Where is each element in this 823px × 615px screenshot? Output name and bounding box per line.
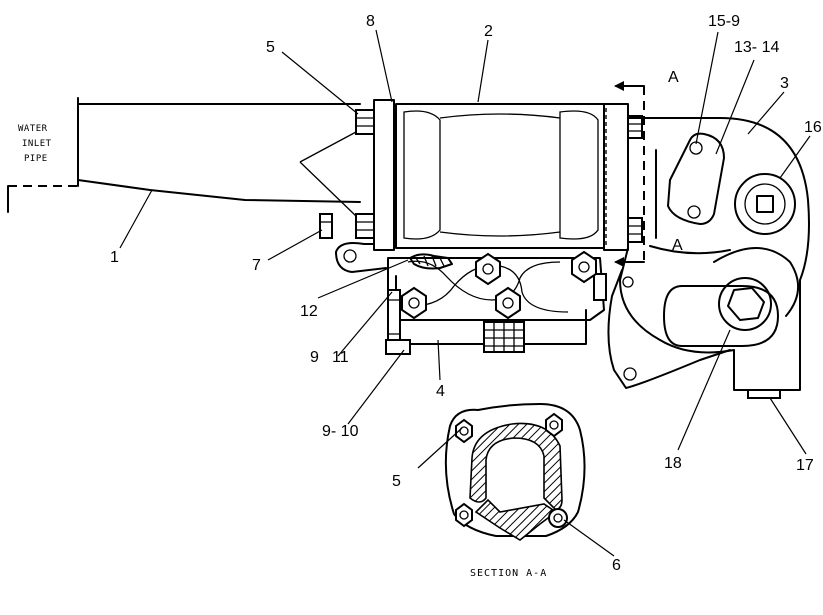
section-mark-bottom: A [672,237,683,254]
callout-3: 3 [780,75,789,92]
callout-4: 4 [436,383,445,400]
callout-7: 7 [252,257,261,274]
callout-18: 18 [664,455,682,472]
callout-2: 2 [484,23,493,40]
left-flange [299,99,395,273]
pipe-label-line3: PIPE [24,154,48,164]
thermostat-cover-13 [667,132,725,225]
flange-bolt-lower [355,213,375,239]
flange-bolt-upper [355,109,375,135]
gasket-12 [409,253,453,270]
thermostat-housing [607,117,810,391]
housing-bolt-upper [627,115,643,139]
callout-8: 8 [366,13,375,30]
lower-manifold [385,257,607,355]
manifold-nut-left [401,286,427,320]
section-mark-top: A [668,69,679,86]
stud-bolt-7 [319,213,333,239]
section-cut-line [614,81,645,267]
pipe-label-line2: INLET [22,139,52,149]
callout-9-10: 9- 10 [322,423,359,440]
main-housing [395,103,629,251]
outlet-elbow-18 [663,277,779,347]
manifold-nut-right [571,250,597,284]
section-caption: SECTION A-A [470,568,547,579]
manifold-nut-center-top [475,252,501,286]
water-inlet-pipe [7,97,361,213]
pipe-label-line1: WATER [18,124,48,134]
plug-16 [734,173,796,235]
callout-12: 12 [300,303,318,320]
callout-1: 1 [110,249,119,266]
callout-6: 6 [612,557,621,574]
drain-17 [747,389,781,399]
housing-bolt-lower [627,217,643,243]
callout-13-14: 13- 14 [734,39,779,56]
callout-9: 9 [310,349,319,366]
callout-5-section: 5 [392,473,401,490]
callout-5-top: 5 [266,39,275,56]
manifold-nut-center-low [495,286,521,320]
leader-lines [119,29,811,557]
callout-17: 17 [796,457,814,474]
section-a-a-view [444,403,586,541]
callout-11: 11 [332,349,349,366]
callout-15-9: 15-9 [708,13,740,30]
callout-16: 16 [804,119,822,136]
